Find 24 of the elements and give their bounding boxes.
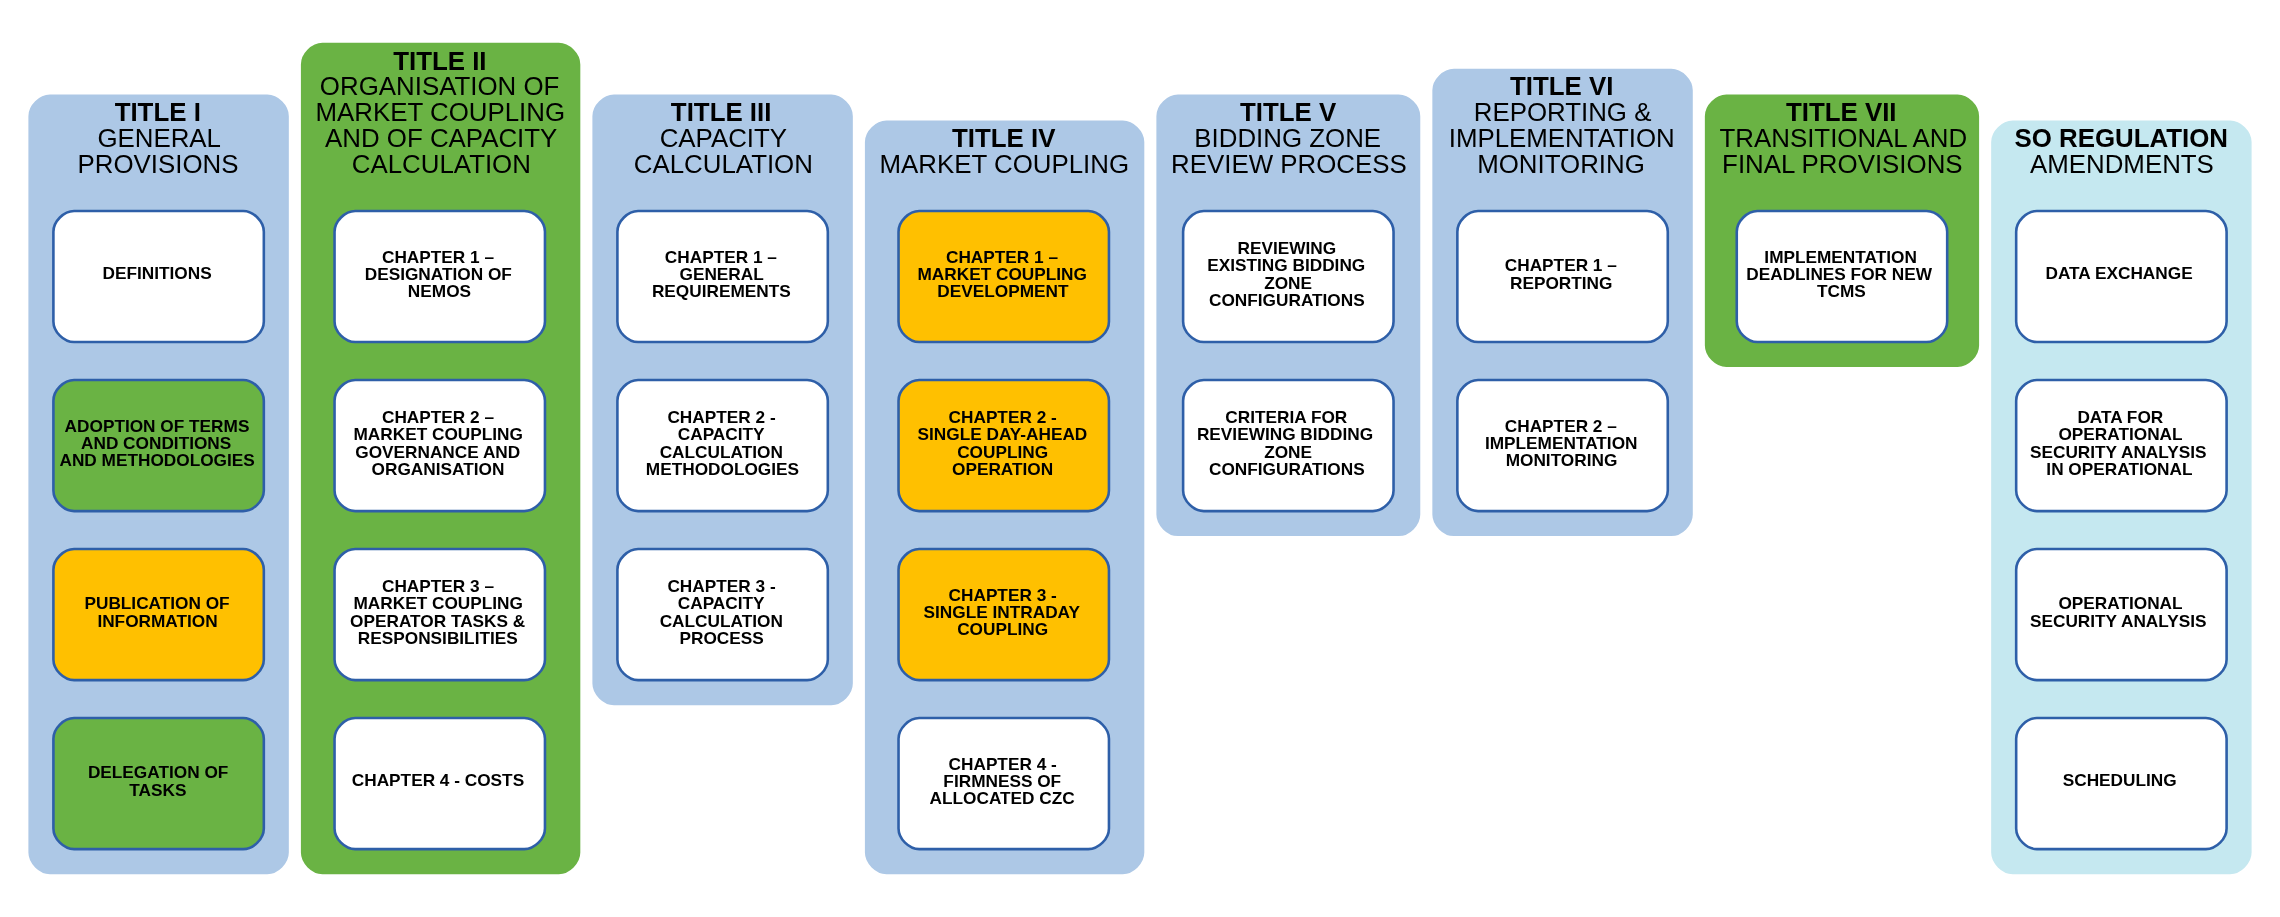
node-box: CHAPTER 1 – MARKET COUPLING DEVELOPMENT [897, 209, 1111, 344]
node-box: CHAPTER 3 - CAPACITY CALCULATION PROCESS [616, 547, 830, 682]
node-box: CHAPTER 2 - SINGLE DAY-AHEAD COUPLING OPERATION [897, 378, 1111, 513]
node-box: PUBLICATION OF INFORMATION [52, 547, 266, 682]
node-box: OPERATIONAL SECURITY ANALYSIS [2014, 547, 2228, 682]
node-box: DATA FOR OPERATIONAL SECURITY ANALYSIS IN OPERATIONAL [2014, 378, 2228, 513]
node-box: CHAPTER 2 - CAPACITY CALCULATION METHODOLOGIES [616, 378, 830, 513]
node-box: DEFINITIONS [52, 209, 266, 344]
node-box: CHAPTER 3 - SINGLE INTRADAY COUPLING [897, 547, 1111, 682]
node-box: CHAPTER 4 - FIRMNESS OF ALLOCATED CZC [897, 716, 1111, 851]
node-box: SCHEDULING [2014, 716, 2228, 851]
node-box: CHAPTER 2 – IMPLEMENTATION MONITORING [1456, 378, 1670, 513]
node-box: DATA EXCHANGE [2014, 209, 2228, 344]
node-box: CHAPTER 3 – MARKET COUPLING OPERATOR TASKS & RESPONSIBILITIES [333, 547, 547, 682]
node-box: DELEGATION OF TASKS [52, 716, 266, 851]
node-box: CHAPTER 1 – REPORTING [1456, 209, 1670, 344]
node-box: CRITERIA FOR REVIEWING BIDDING ZONE CONFIGURATIONS [1181, 378, 1395, 513]
node-box: IMPLEMENTATION DEADLINES FOR NEW TCMS [1735, 209, 1949, 344]
node-box: CHAPTER 2 – MARKET COUPLING GOVERNANCE AND ORGANISATION [333, 378, 547, 513]
node-box: CHAPTER 1 – GENERAL REQUIREMENTS [616, 209, 830, 344]
node-box: CHAPTER 4 - COSTS [333, 716, 547, 851]
node-box: ADOPTION OF TERMS AND CONDITIONS AND METHODOLOGIES [52, 378, 266, 513]
node-box: CHAPTER 1 – DESIGNATION OF NEMOS [333, 209, 547, 344]
node-box: REVIEWING EXISTING BIDDING ZONE CONFIGURATIONS [1181, 209, 1395, 344]
